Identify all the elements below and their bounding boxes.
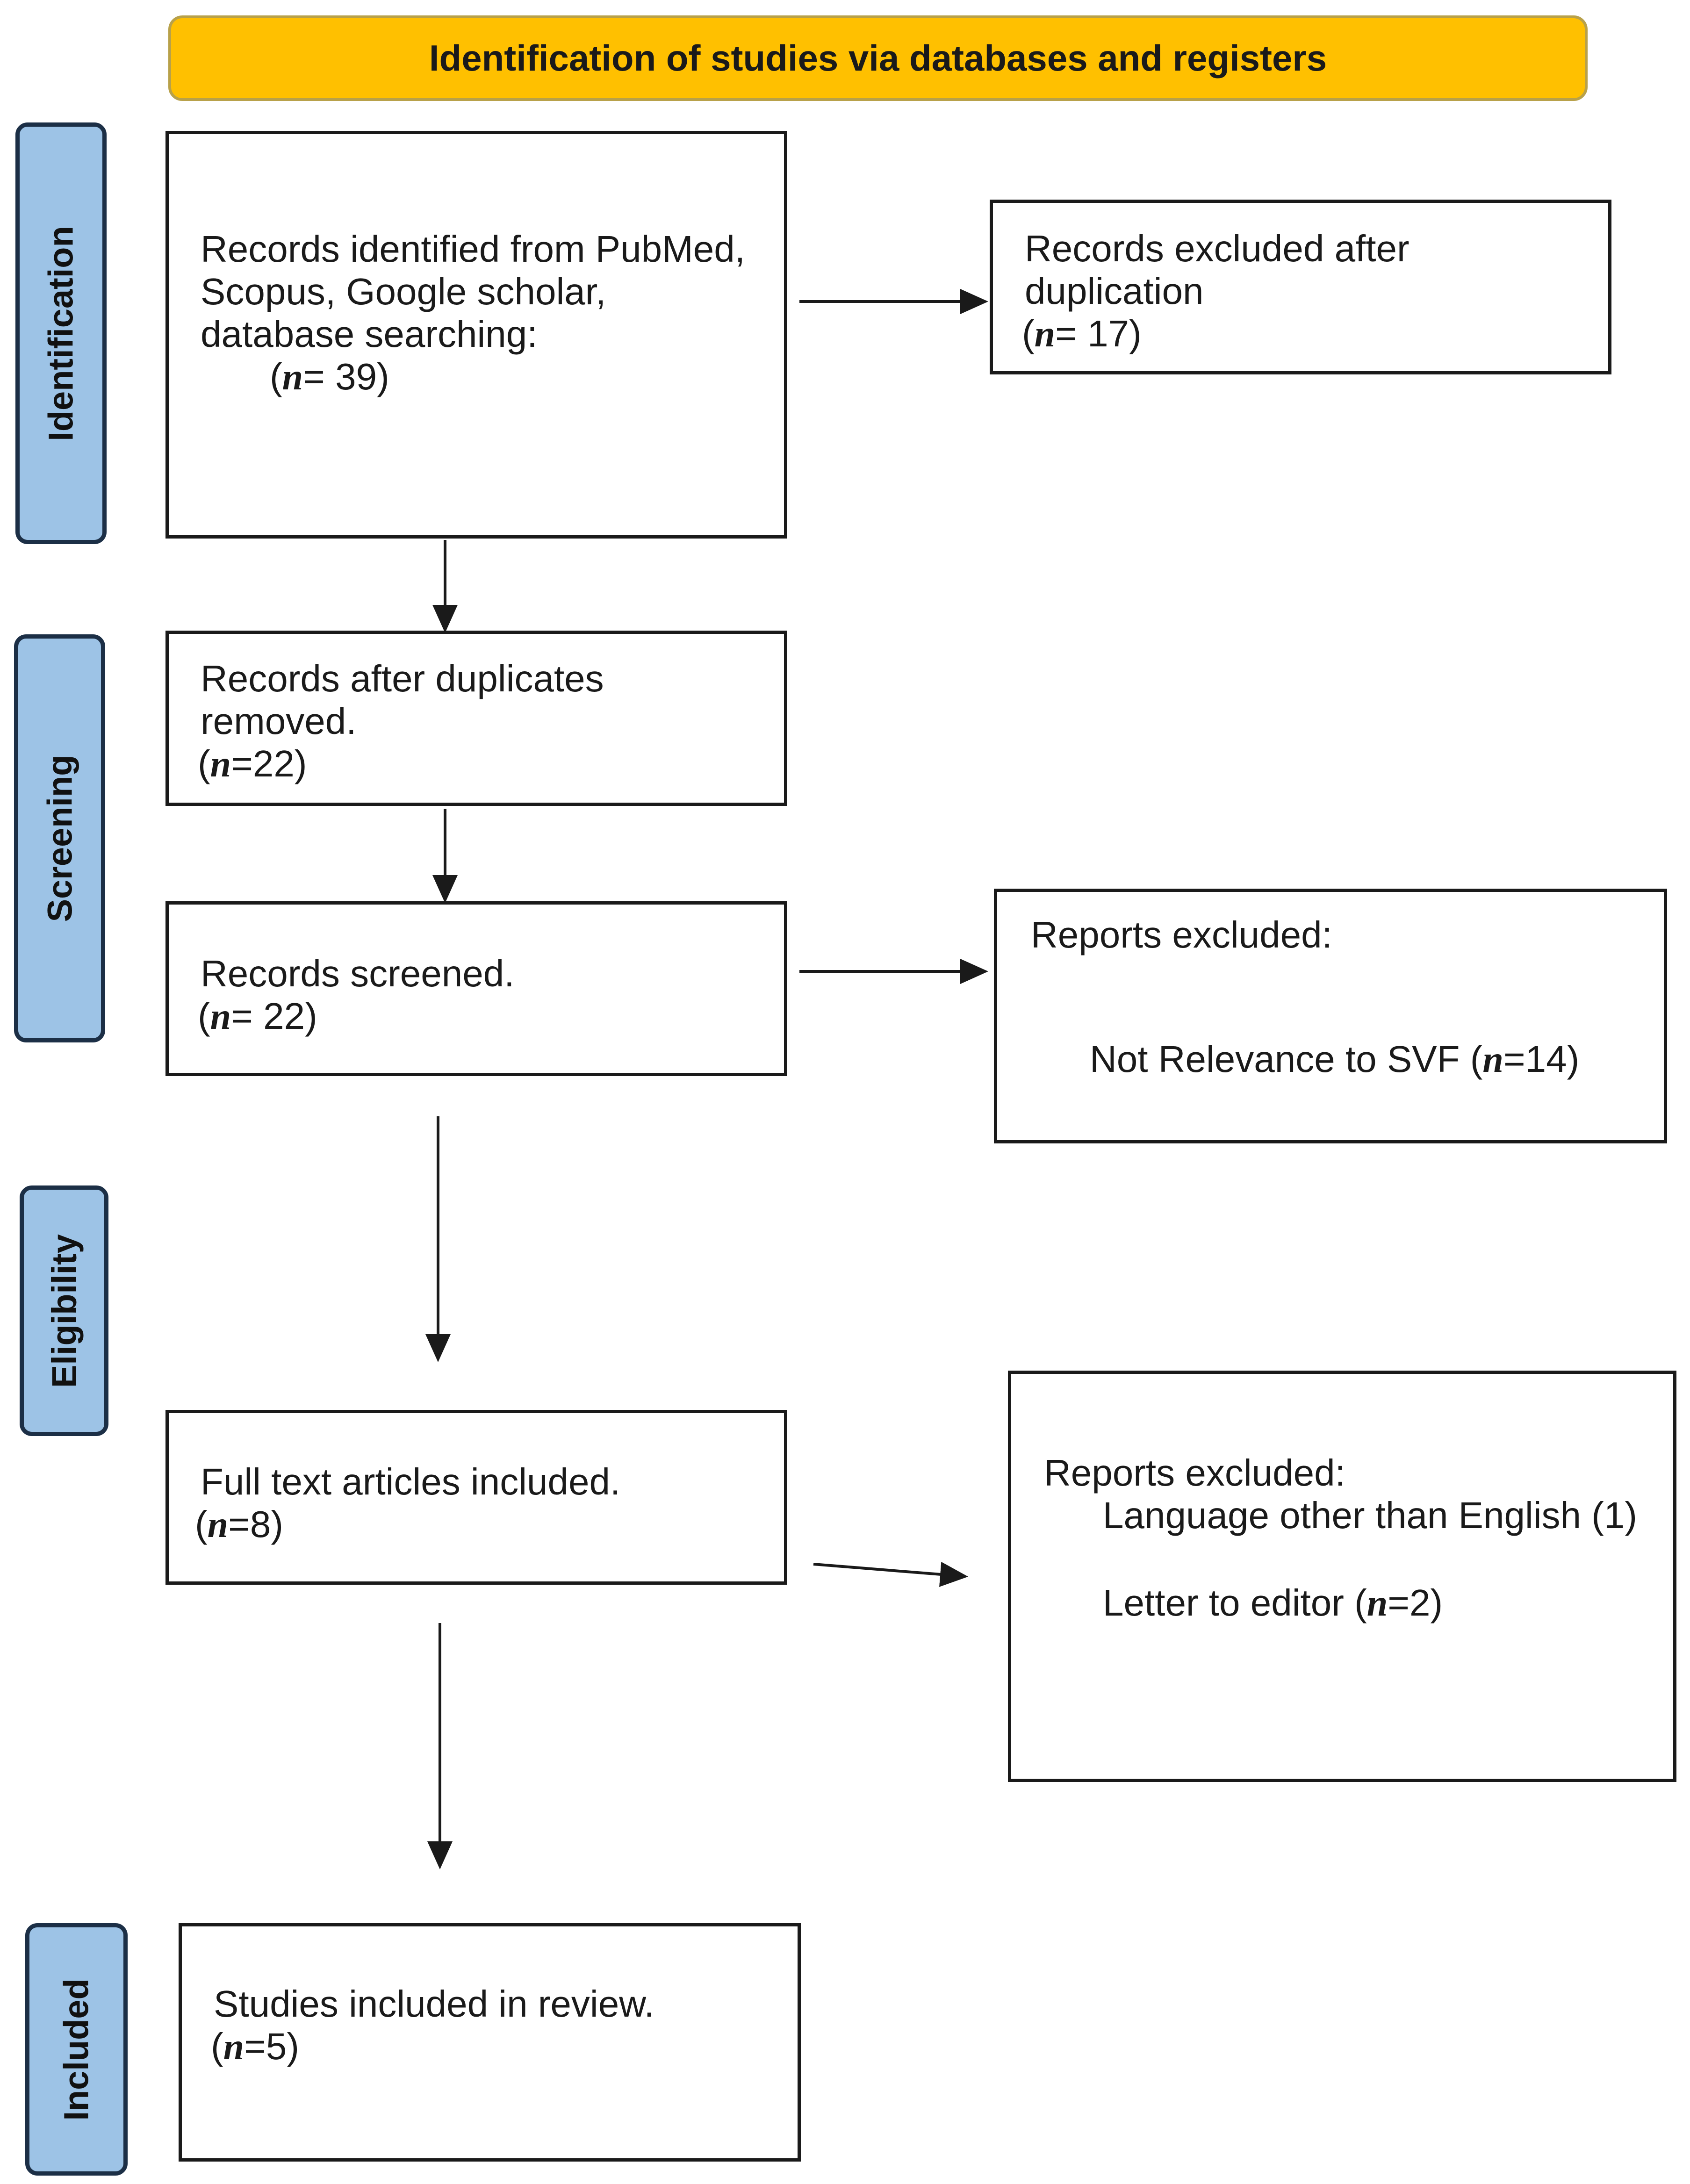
full-text-line-1: Full text articles included. <box>201 1461 621 1502</box>
after-duplicates-line-2: removed. <box>201 700 357 742</box>
excluded-duplication-count: (n= 17) <box>1022 312 1142 356</box>
count-value: =14) <box>1503 1038 1580 1080</box>
count-value: =22) <box>231 743 307 784</box>
after-duplicates-box: Records after duplicates removed. (n=22) <box>165 631 787 806</box>
after-duplicates-line-1: Records after duplicates <box>201 658 604 699</box>
header-banner: Identification of studies via databases … <box>168 15 1588 101</box>
excluded-duplication-line-2: duplication <box>1025 270 1204 312</box>
stage-tab-included: Included <box>25 1923 128 2176</box>
stage-tab-screening: Screening <box>14 634 105 1042</box>
records-screened-box: Records screened. (n= 22) <box>165 901 787 1076</box>
count-open: ( <box>211 2026 223 2067</box>
header-title: Identification of studies via databases … <box>429 37 1327 79</box>
count-open: ( <box>270 356 282 397</box>
count-value: =5) <box>244 2026 299 2067</box>
records-identified-line-1: Records identified from PubMed, <box>201 228 745 270</box>
count-var: n <box>207 1504 229 1545</box>
count-open: ( <box>195 1503 208 1545</box>
studies-included-box: Studies included in review. (n=5) <box>179 1923 801 2162</box>
arrow-full-text-to-excluded <box>813 1561 968 1587</box>
reports-excluded-language-heading: Reports excluded: <box>1044 1452 1345 1494</box>
count-var: n <box>282 357 303 398</box>
count-value: = 39) <box>303 356 389 397</box>
count-value: = 17) <box>1055 313 1142 354</box>
count-open: ( <box>198 743 210 784</box>
stage-label-eligibility: Eligibility <box>44 1234 84 1388</box>
full-text-count: (n=8) <box>195 1503 283 1546</box>
reason-text: Letter to editor ( <box>1103 1582 1367 1624</box>
count-var: n <box>223 2026 245 2068</box>
full-text-box: Full text articles included. (n=8) <box>165 1410 787 1585</box>
count-open: ( <box>198 995 210 1037</box>
stage-label-identification: Identification <box>42 225 81 441</box>
count-var: n <box>1034 314 1056 355</box>
reports-excluded-relevance-box: Reports excluded: Not Relevance to SVF (… <box>994 889 1667 1143</box>
count-value: =8) <box>228 1503 283 1545</box>
stage-tab-identification: Identification <box>15 122 107 544</box>
records-identified-line-2: Scopus, Google scholar, <box>201 271 606 312</box>
reports-excluded-relevance-reason: Not Relevance to SVF (n=14) <box>1090 1038 1579 1081</box>
count-value: = 22) <box>231 995 317 1037</box>
stage-label-screening: Screening <box>40 754 79 922</box>
count-var: n <box>210 996 231 1037</box>
stage-tab-eligibility: Eligibility <box>20 1185 108 1436</box>
count-var: n <box>1366 1583 1388 1624</box>
records-identified-count: (n= 39) <box>270 355 389 399</box>
studies-included-line-1: Studies included in review. <box>214 1983 654 2025</box>
excluded-duplication-line-1: Records excluded after <box>1025 228 1410 269</box>
records-screened-line-1: Records screened. <box>201 953 515 994</box>
reports-excluded-relevance-heading: Reports excluded: <box>1031 914 1332 956</box>
reports-excluded-language-reason: Language other than English (1) <box>1103 1494 1638 1536</box>
records-identified-line-3: database searching: <box>201 313 538 355</box>
excluded-duplication-box: Records excluded after duplication (n= 1… <box>990 200 1611 374</box>
studies-included-count: (n=5) <box>211 2025 299 2069</box>
reports-excluded-language-box: Reports excluded: Language other than En… <box>1008 1371 1676 1782</box>
records-screened-count: (n= 22) <box>198 995 317 1038</box>
count-var: n <box>1482 1039 1503 1080</box>
records-identified-box: Records identified from PubMed, Scopus, … <box>165 131 787 539</box>
after-duplicates-count: (n=22) <box>198 742 307 786</box>
stage-label-included: Included <box>57 1978 96 2121</box>
count-open: ( <box>1022 313 1035 354</box>
reports-excluded-letter-reason: Letter to editor (n=2) <box>1103 1581 1443 1625</box>
count-value: =2) <box>1388 1582 1443 1624</box>
reason-text: Not Relevance to SVF ( <box>1090 1038 1483 1080</box>
count-var: n <box>210 744 231 785</box>
